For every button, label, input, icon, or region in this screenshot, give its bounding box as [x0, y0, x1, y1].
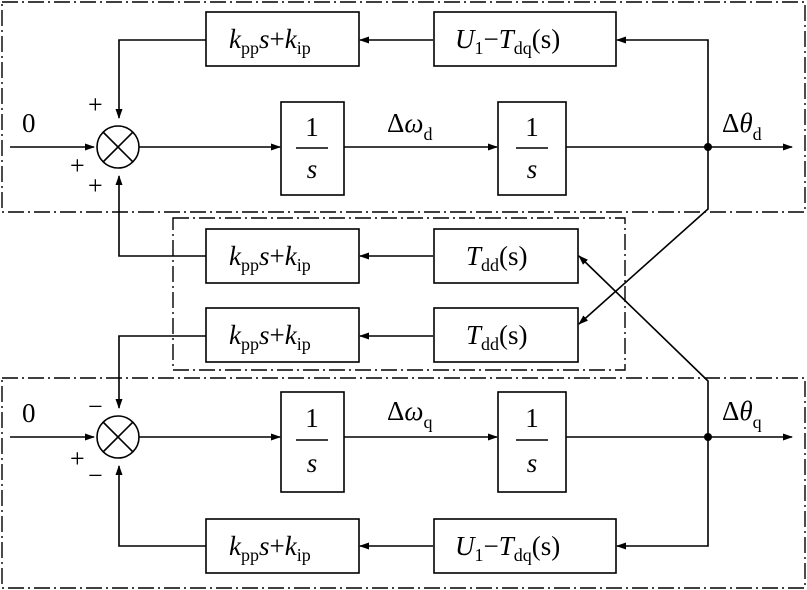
svg-text:Tdd(s): Tdd(s)	[466, 241, 528, 275]
q-summing-junction	[96, 415, 140, 459]
d-sum-sign-top: +	[88, 90, 103, 119]
svg-text:kpps+kip: kpps+kip	[229, 320, 311, 354]
coupling-block-tdd-upper: Tdd(s)	[433, 228, 579, 284]
integrator-d-2: 1 s	[497, 101, 567, 196]
d-branch-node	[704, 143, 712, 151]
coupling-block-tdd-lower: Tdd(s)	[433, 307, 579, 363]
q-sum-sign-bottom: −	[88, 461, 103, 490]
integrator-q-1: 1 s	[280, 391, 345, 493]
q-sum-sign-left: +	[70, 444, 85, 473]
delta-theta-d-label: Δθd	[722, 108, 762, 144]
d-axis-loop-frame	[1, 1, 806, 213]
delta-omega-d-label: Δωd	[387, 108, 432, 144]
svg-text:Tdd(s): Tdd(s)	[466, 320, 528, 354]
svg-text:kpps+kip: kpps+kip	[229, 531, 311, 565]
q-branch-node	[704, 433, 712, 441]
integrator-d-1: 1 s	[280, 101, 345, 196]
q-sum-sign-top: −	[88, 392, 103, 421]
svg-text:s: s	[307, 154, 318, 184]
delta-theta-q-label: Δθq	[722, 396, 762, 432]
d-input-label: 0	[22, 108, 36, 138]
svg-text:s: s	[307, 448, 318, 478]
pi-block-coupling-upper: kpps+kip	[205, 228, 360, 284]
svg-text:kpps+kip: kpps+kip	[229, 241, 311, 275]
svg-text:1: 1	[525, 112, 539, 142]
q-axis-loop-frame	[1, 377, 806, 589]
d-axis-wires	[10, 36, 793, 325]
svg-text:1: 1	[525, 403, 539, 433]
svg-text:U1−Tdq(s): U1−Tdq(s)	[455, 24, 560, 58]
svg-text:s: s	[527, 154, 538, 184]
pi-block-q-bottom: kpps+kip	[205, 518, 360, 574]
pi-block-coupling-lower: kpps+kip	[205, 307, 360, 363]
coupling-block-tdq-top: U1−Tdq(s)	[433, 11, 617, 67]
coupling-block-tdq-bottom: U1−Tdq(s)	[433, 518, 617, 574]
svg-text:U1−Tdq(s): U1−Tdq(s)	[455, 531, 560, 565]
pi-block-d-top: kpps+kip	[205, 11, 360, 67]
q-axis-wires	[10, 255, 793, 550]
svg-text:1: 1	[305, 112, 319, 142]
cross-coupling-frame	[172, 217, 626, 371]
d-sum-sign-left: +	[70, 151, 85, 180]
integrator-q-2: 1 s	[497, 391, 567, 493]
d-summing-junction	[96, 125, 140, 169]
delta-omega-q-label: Δωq	[387, 396, 432, 432]
svg-text:kpps+kip: kpps+kip	[229, 24, 311, 58]
svg-text:s: s	[527, 448, 538, 478]
svg-text:1: 1	[305, 403, 319, 433]
q-input-label: 0	[22, 398, 36, 428]
d-sum-sign-bottom: +	[88, 171, 103, 200]
